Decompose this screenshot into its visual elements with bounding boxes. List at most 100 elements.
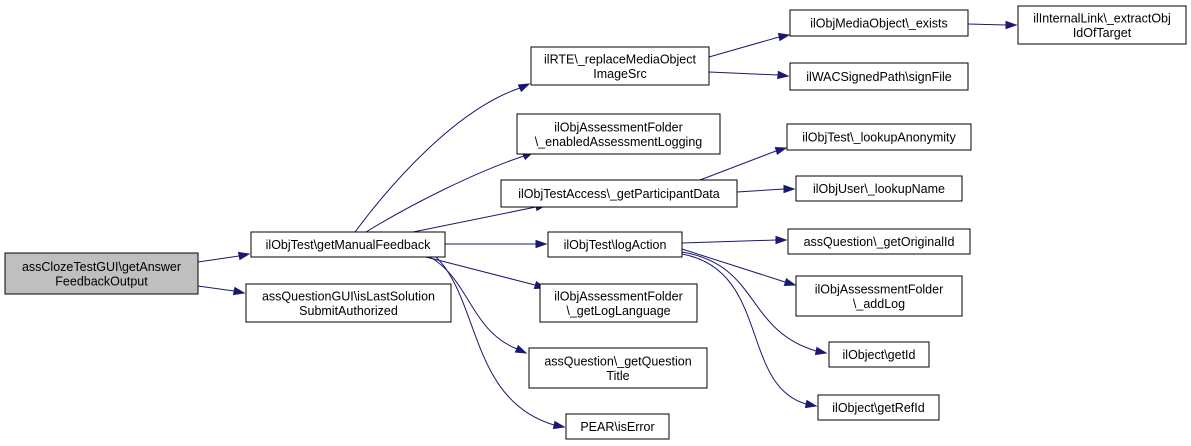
edge-arrowhead <box>814 346 828 356</box>
node-label-line: \_enabledAssessmentLogging <box>535 135 703 149</box>
edge-line <box>736 188 785 193</box>
node-label-line: PEAR\isError <box>580 420 654 434</box>
node-box <box>565 413 670 440</box>
edge-line <box>429 256 518 350</box>
node-label-line: ImageSrc <box>593 67 647 81</box>
node-box <box>786 123 972 151</box>
node-label-line: assQuestionGUI\isLastSolution <box>262 289 435 303</box>
edge-line <box>354 87 521 233</box>
node-label-line: ilObjTest\getManualFeedback <box>266 238 431 252</box>
node-box <box>1017 5 1187 45</box>
node-box <box>539 283 698 323</box>
node-label-line: Title <box>606 369 629 383</box>
node-box <box>4 252 199 295</box>
edge-n1-n6 <box>445 239 548 249</box>
edge-line <box>197 255 240 263</box>
edge-arrowhead <box>514 344 528 354</box>
edge-arrowhead <box>775 235 788 245</box>
edge-line <box>365 155 525 233</box>
node-box <box>789 62 969 91</box>
edge-n5-n14 <box>736 184 796 194</box>
node-ilobjmediaobject-exists[interactable]: ilObjMediaObject\_exists <box>789 9 969 37</box>
node-box <box>528 347 708 389</box>
node-label-line: assClozeTestGUI\getAnswer <box>22 260 181 274</box>
edge-n3-n11 <box>708 70 790 80</box>
node-box <box>516 113 721 155</box>
edge-arrowhead <box>552 420 566 430</box>
node-label-line: ilObjAssessmentFolder <box>554 289 683 303</box>
edge-line <box>681 251 817 352</box>
node-box <box>787 228 971 255</box>
node-assquestiongui-islastsolutionsubmitauthorized[interactable]: assQuestionGUI\isLastSolutionSubmitAutho… <box>245 283 452 323</box>
node-label-line: ilObjMediaObject\_exists <box>810 17 948 31</box>
node-ilobject-getid[interactable]: ilObject\getId <box>828 341 930 368</box>
node-box <box>828 341 930 368</box>
node-box <box>795 175 963 202</box>
node-box <box>547 231 683 258</box>
edge-arrowhead <box>774 146 788 156</box>
node-ilobjassessmentfolder-getloglanguage[interactable]: ilObjAssessmentFolder\_getLogLanguage <box>539 283 698 323</box>
node-assquestion-getoriginalid[interactable]: assQuestion\_getOriginalId <box>787 228 971 255</box>
node-label-line: \_addLog <box>853 297 905 311</box>
node-box <box>250 231 446 258</box>
edge-line <box>681 253 807 405</box>
node-label-line: ilObjAssessmentFolder <box>554 120 683 134</box>
node-label-line: SubmitAuthorized <box>299 304 398 318</box>
node-ilobjtest-getmanualfeedback[interactable]: ilObjTest\getManualFeedback <box>250 231 446 258</box>
node-ilwacsignedpath-signfile[interactable]: ilWACSignedPath\signFile <box>789 62 969 91</box>
edge-n6-n16 <box>681 248 797 287</box>
edge-arrowhead <box>535 239 548 249</box>
node-ilobjuser-lookupname[interactable]: ilObjUser\_lookupName <box>795 175 963 202</box>
node-ilobject-getrefid[interactable]: ilObject\getRefId <box>817 394 940 421</box>
edge-n1-n5 <box>412 202 548 233</box>
edge-n1-n3 <box>354 83 531 233</box>
node-label-line: assQuestion\_getOriginalId <box>804 235 955 249</box>
node-box <box>530 46 710 86</box>
node-box <box>500 179 738 208</box>
edge-line <box>681 248 786 283</box>
node-label-line: ilObjUser\_lookupName <box>813 182 945 196</box>
node-label-line: ilObjTestAccess\_getParticipantData <box>518 187 720 201</box>
edge-arrowhead <box>777 70 790 80</box>
edge-n6-n17 <box>681 251 828 356</box>
edge-n1-n8 <box>429 256 528 354</box>
edge-line <box>708 71 779 76</box>
edge-n0-n1 <box>197 251 251 263</box>
node-label-line: ilObjTest\_lookupAnonymity <box>802 131 956 145</box>
node-pear-iserror[interactable]: PEAR\isError <box>565 413 670 440</box>
node-ilobjtest-lookupanonymity[interactable]: ilObjTest\_lookupAnonymity <box>786 123 972 151</box>
node-label-line: ilObjAssessmentFolder <box>815 282 944 296</box>
node-box <box>817 394 940 421</box>
node-label-line: assQuestion\_getQuestion <box>544 354 691 368</box>
node-label-line: ilObject\getRefId <box>832 401 924 415</box>
edge-n0-n2 <box>197 285 246 296</box>
edge-arrowhead <box>517 83 531 93</box>
node-ilobjtestaccess-getparticipantdata[interactable]: ilObjTestAccess\_getParticipantData <box>500 179 738 208</box>
edge-line <box>681 239 777 244</box>
node-ilobjtest-logaction[interactable]: ilObjTest\logAction <box>547 231 683 258</box>
edge-line <box>967 23 1007 26</box>
edge-n6-n18 <box>681 253 818 409</box>
edge-line <box>425 256 536 286</box>
node-label-line: \_getLogLanguage <box>566 304 670 318</box>
node-label-line: FeedbackOutput <box>55 274 148 288</box>
edge-n10-n12 <box>967 20 1018 30</box>
node-ilobjassessmentfolder-enabledassessmentlogging[interactable]: ilObjAssessmentFolder\_enabledAssessment… <box>516 113 721 155</box>
node-label-line: ilObject\getId <box>843 348 916 362</box>
edge-n5-n13 <box>699 146 788 181</box>
edge-line <box>197 285 235 292</box>
node-label-line: ilWACSignedPath\signFile <box>806 70 951 84</box>
edge-arrowhead <box>804 399 818 409</box>
edge-n6-n15 <box>681 235 788 245</box>
node-ilobjassessmentfolder-addlog[interactable]: ilObjAssessmentFolder\_addLog <box>795 275 963 317</box>
edge-arrowhead <box>783 277 797 287</box>
node-label-line: IdOfTarget <box>1073 26 1132 40</box>
edge-line <box>708 36 780 58</box>
edge-n3-n10 <box>708 32 791 58</box>
